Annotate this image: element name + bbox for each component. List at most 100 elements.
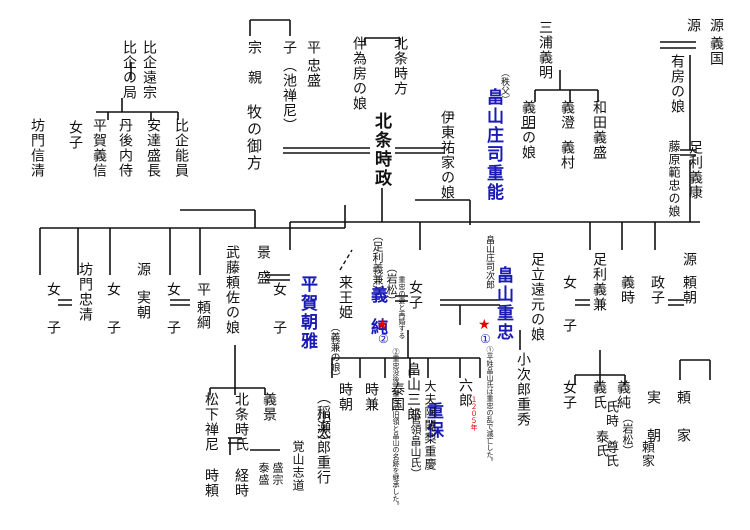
- person-tokiyori: 時頼: [203, 468, 219, 498]
- person-iwamatsu: （岩松）: [385, 262, 398, 306]
- person-morimune: 盛宗: [271, 462, 284, 486]
- person-kagemori-1: 景: [255, 245, 271, 260]
- person-rokuro: 六郎: [457, 378, 473, 408]
- person-hojo-tokiuji: 北条時氏: [233, 392, 249, 452]
- person-kiohime-note: （義兼の娘）: [328, 322, 339, 382]
- person-yoshiuji: 義氏: [591, 380, 607, 410]
- label-shoji-jiro: 畠山庄司次郎: [484, 235, 494, 289]
- person-ikenozenni: （池禅尼）: [281, 58, 297, 133]
- person-wada-yoshimori: 和田義盛: [591, 100, 607, 160]
- person-hatakeyama-yasukuni: 畠山三郎: [405, 362, 421, 422]
- person-tokikane: 時兼: [363, 382, 379, 412]
- person-tokitomo: 時朝: [337, 382, 353, 412]
- person-asa: 朝: [645, 428, 661, 443]
- person-yoshiaki-daughter: 義明の娘: [520, 100, 536, 160]
- person-hiki-no-tsubone: 比企の局: [121, 40, 137, 100]
- person-fujiwara-daughter: 藤原範忠の娘: [667, 140, 681, 218]
- person-onna-k2: 女: [271, 282, 287, 297]
- person-adachi-tomomoto-daughter: 足立遠元の娘: [529, 252, 545, 342]
- person-masako: 政子: [649, 275, 665, 305]
- person-munechika-sub: 親: [246, 70, 262, 85]
- person-ujitoki: 氏時: [603, 400, 618, 428]
- person-hojo-tokikata: 北条時方: [392, 36, 408, 96]
- note-yoshizumi: ②重忠没後、重忠の旧領と畠山の名跡を継承した。: [392, 348, 400, 509]
- person-ie: 家: [675, 428, 691, 443]
- person-koshijiro: 小次郎重秀: [515, 352, 531, 427]
- person-hiraga-tomomasa: 平賀朝雅: [297, 275, 317, 351]
- person-yasuuji: 泰氏: [593, 430, 608, 458]
- person-maki-no-kata: 牧の御方: [245, 104, 263, 172]
- person-bomon-nobukiyo: 坊門信清: [29, 118, 45, 178]
- person-yoshitoki: 義時: [619, 275, 635, 305]
- person-onna-k2b: 子: [271, 320, 287, 335]
- person-adachi-morinaga: 安達盛長: [145, 118, 161, 178]
- person-hiki-tosune: 比企遠宗: [141, 40, 157, 100]
- person-tsunetoki: 経時: [233, 468, 249, 498]
- person-jitsu: 実: [645, 390, 661, 405]
- person-hatakeyama-shigetada: 畠山重忠: [493, 266, 513, 342]
- person-yoriie: 頼家: [639, 440, 654, 468]
- person-hei: 平: [195, 282, 211, 297]
- person-oyagi: 大夫阿闍梨重慶: [423, 380, 437, 471]
- person-ashikaga-yoshikane-note: （足利義兼）: [371, 230, 384, 296]
- person-yasukuni: 泰国: [389, 382, 405, 412]
- person-taira: 平: [305, 40, 321, 55]
- person-onna-left: 女: [45, 282, 61, 297]
- person-munechika: 宗: [246, 40, 262, 55]
- person-yoshikuni: 義国: [708, 36, 724, 66]
- person-minamoto-b: 源: [681, 252, 697, 267]
- person-kagemori-2: 盛: [255, 270, 271, 285]
- person-yoshimura: 義村: [559, 140, 575, 170]
- person-hiki-yoshikazu: 比企能員: [173, 118, 189, 178]
- note-shigetada-year: １２０５年: [470, 396, 478, 431]
- person-kotaro-note: （稲瀬）: [315, 390, 331, 450]
- person-ito-sukechika-daughter: 伊東祐家の娘: [439, 110, 455, 200]
- person-yoritomo: 頼朝: [681, 275, 697, 305]
- person-shigeyasu: 重保: [423, 402, 443, 440]
- person-iwamatsu-2: （岩松）: [621, 412, 634, 456]
- person-hojo-tokimasa: 北条時政: [371, 112, 391, 188]
- note-shigetada: ①平姓畠山氏は重忠の乱で滅亡した。: [486, 346, 494, 465]
- note-yoshizumi-remarry: 重忠の妻と再婚する: [398, 276, 406, 339]
- person-yoshizumi: 義澄: [559, 100, 575, 130]
- person-onna-s: 女子: [407, 280, 423, 310]
- star-mark-yoshizumi: ★: [376, 317, 389, 333]
- person-onna-z: 女子: [561, 380, 577, 410]
- person-yasukuni-note: （管領畠山氏）: [409, 402, 422, 479]
- person-minamoto-a: 源: [685, 18, 701, 33]
- person-kiohime: 来王姫: [337, 275, 353, 320]
- person-onna-l3: 女: [165, 282, 181, 297]
- person-tadashi: 尊氏: [603, 440, 618, 468]
- person-tango-naishi: 丹後内侍: [117, 118, 133, 178]
- circle-2-mark: ②: [378, 332, 389, 346]
- person-onna-l3b: 子: [165, 320, 181, 335]
- person-ashikaga-yoshikane: 足利義兼: [591, 252, 607, 312]
- person-minamoto: 源: [708, 18, 724, 33]
- person-muto-yorisuke-daughter: 武藤頼佐の娘: [224, 245, 240, 335]
- person-kakuzan: 覚山志道: [291, 440, 305, 492]
- circle-1-mark: ①: [480, 332, 491, 346]
- person-yoshizumi-b: 純: [367, 318, 387, 337]
- person-miura-yoshiaki: 三浦義明: [537, 20, 553, 80]
- person-hatakeyama-shigeyoshi: 畠山庄司重能: [483, 88, 503, 202]
- person-tadamori: 忠盛: [305, 58, 321, 88]
- person-bomon-tadakiyo: 坊門忠清: [77, 262, 93, 322]
- person-chichibu: （秩父）: [499, 68, 509, 104]
- person-onna-l2b: 子: [105, 320, 121, 335]
- person-yoshizumi-3: 義純: [615, 380, 631, 410]
- person-hiraga-yoshinobu: 平賀義信: [91, 118, 107, 178]
- star-mark-shigetada: ★: [478, 317, 491, 333]
- person-ito-daughter: 伴為房の娘: [351, 36, 367, 111]
- person-yoritsuna: 頼綱: [195, 300, 211, 330]
- person-minamoto-sanetomo: 源: [135, 262, 151, 277]
- person-arifusa-daughter: 有房の娘: [669, 54, 685, 114]
- person-onna-ashikaga: 女: [561, 275, 577, 290]
- person-matsushita-zenni: 松下禅尼: [203, 392, 219, 452]
- person-kotaro: 小太郎重行: [315, 410, 331, 485]
- person-yoshikage: 義景: [261, 392, 277, 422]
- person-ashikaga-yoshiyasu: 足利義康: [687, 140, 703, 200]
- person-onna-ashikaga-b: 子: [561, 318, 577, 333]
- person-yoshizumi-ya: 義: [367, 286, 387, 305]
- person-onna-hiki: 女子: [67, 120, 83, 150]
